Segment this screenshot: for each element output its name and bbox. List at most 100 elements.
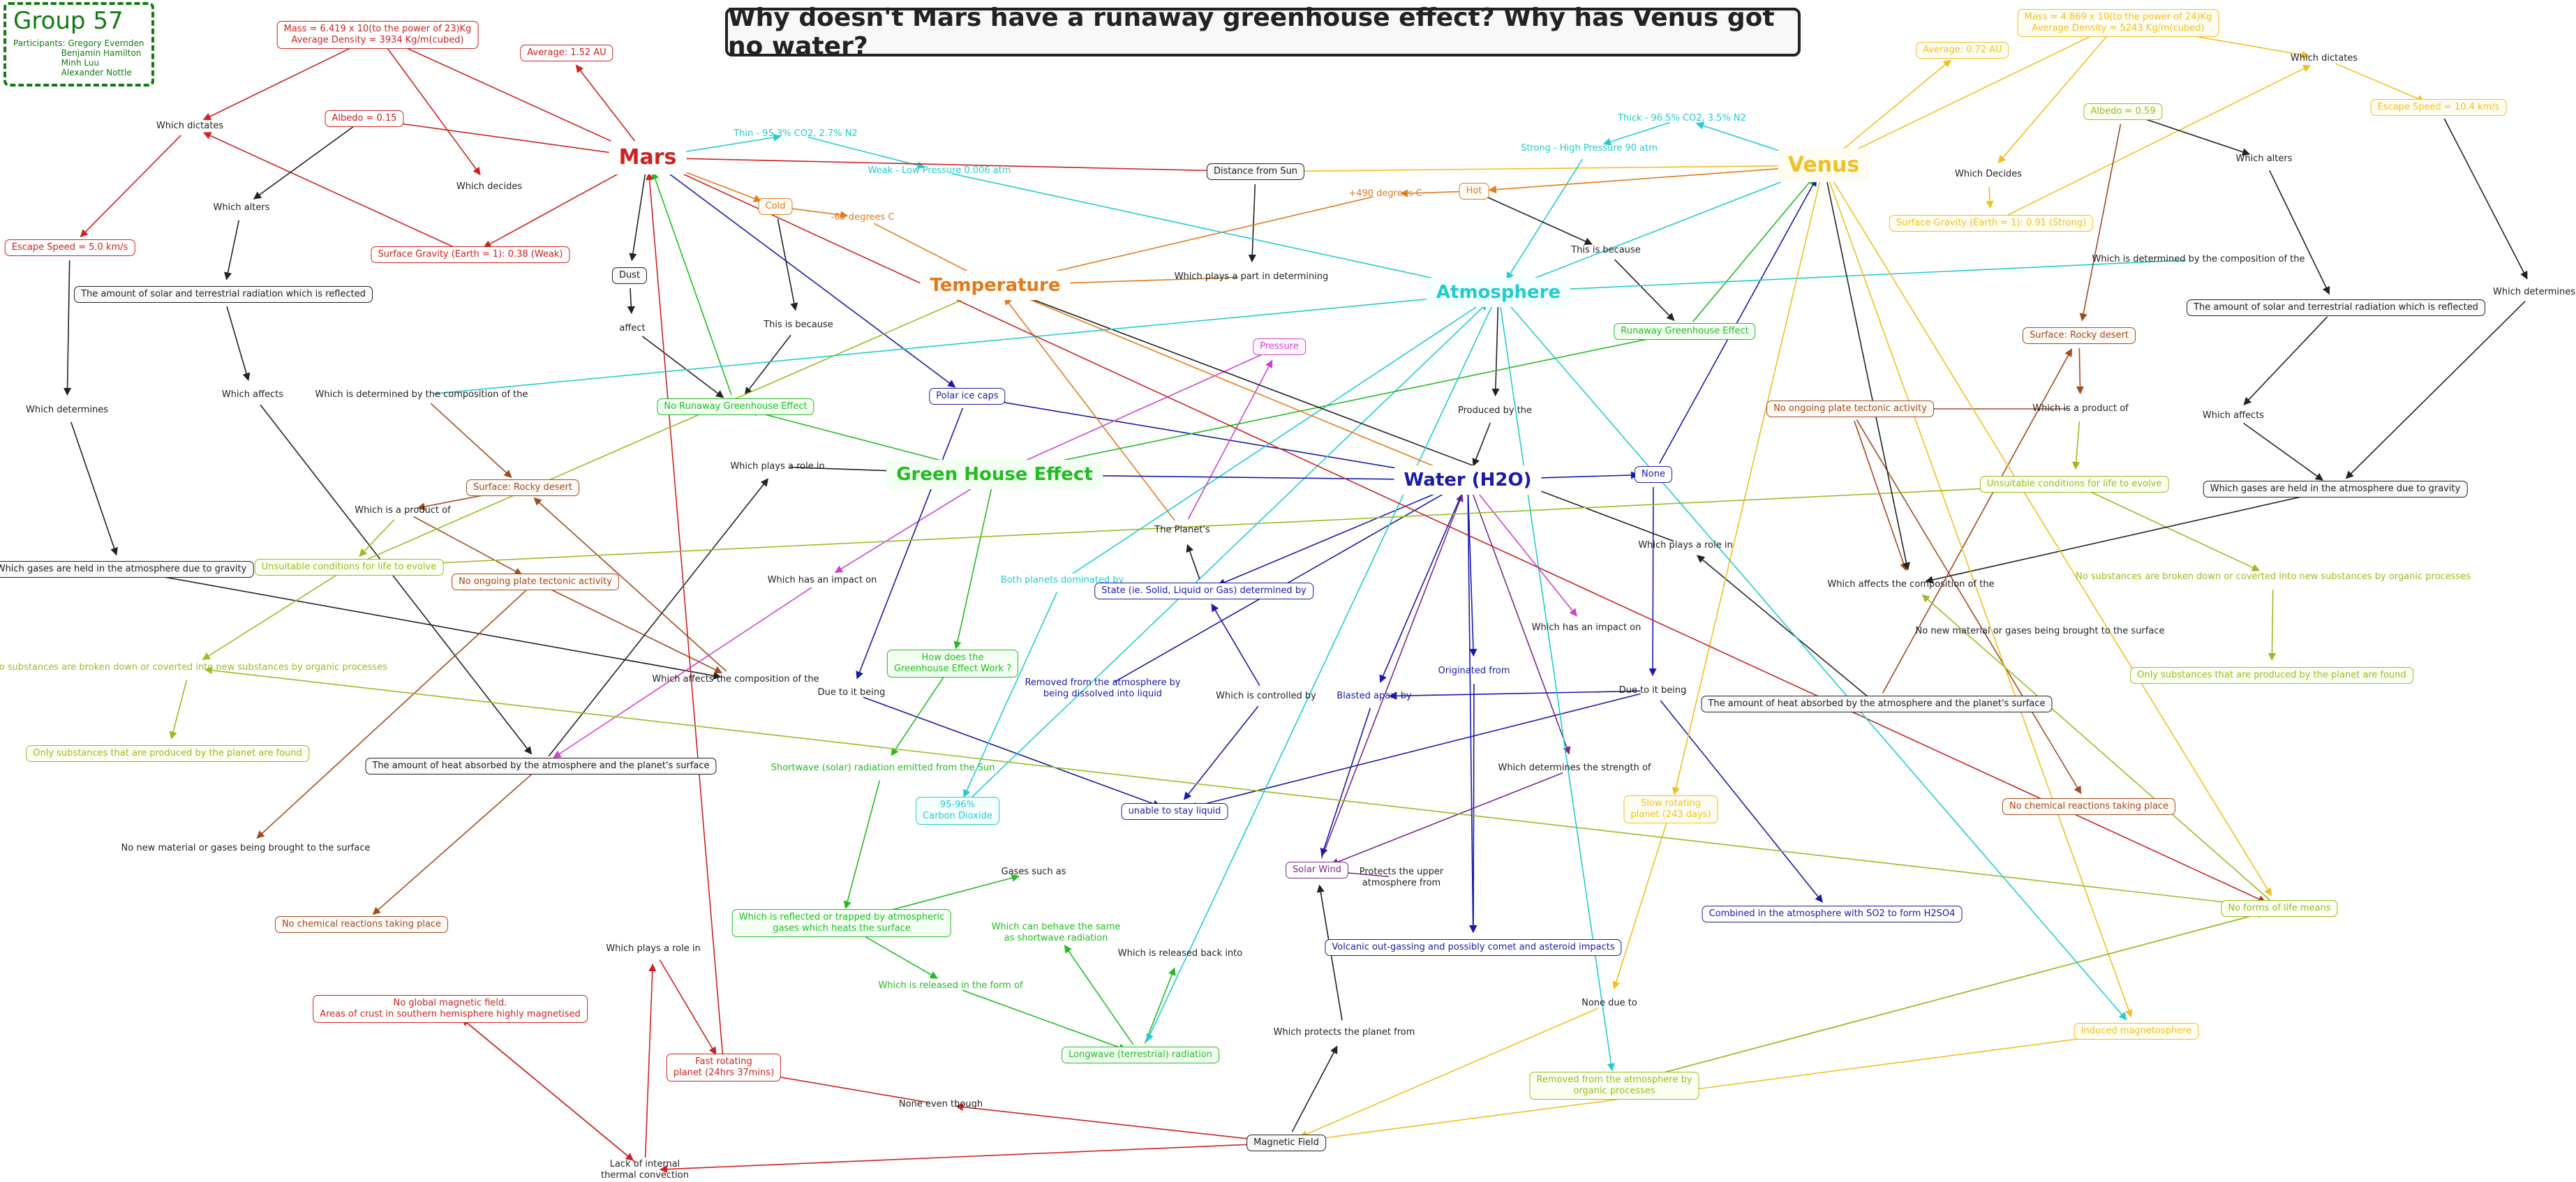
connector-atmosphere-to-longwave bbox=[1146, 303, 1494, 1042]
connector-v-thick-to-v-strong bbox=[1602, 121, 1671, 146]
node-unable-liquid: unable to stay liquid bbox=[1121, 803, 1228, 820]
connector-v-determines-to-v-gases-held bbox=[2345, 301, 2526, 479]
connector-m-lack-conv-to-m-role2 bbox=[644, 963, 657, 1158]
connector-water-to-state bbox=[1217, 484, 1457, 586]
connector-v-removed-org-to-v-no-life bbox=[1626, 910, 2265, 1084]
connector-venus-to-v-mass bbox=[1834, 29, 2106, 160]
node-plays-part: Which plays a part in determining bbox=[1174, 271, 1329, 282]
node-behave: Which can behave the same as shortwave r… bbox=[991, 922, 1121, 943]
node-m-affects-comp: Which affects the composition of the bbox=[652, 674, 819, 684]
node-v-surfgrav: Surface Gravity (Earth = 1): 0.91 (Stron… bbox=[1889, 215, 2094, 232]
node-v-none-due: None due to bbox=[1581, 998, 1637, 1008]
connector-v-escape-to-v-determines bbox=[2443, 118, 2528, 280]
connector-longwave-to-behave bbox=[1064, 945, 1134, 1045]
node-v-this-because: This is because bbox=[1571, 245, 1641, 255]
connector-m-amount-heat-to-m-role bbox=[548, 478, 769, 757]
node-m-affect: affect bbox=[619, 323, 646, 334]
connector-v-amount-heat-to-v-surf-rocky bbox=[1882, 348, 2073, 694]
connector-m-product-to-m-no-plate bbox=[413, 516, 523, 576]
node-m-no-chem: No chemical reactions taking place bbox=[274, 916, 449, 933]
connector-m-alters-to-m-amount-solar bbox=[224, 220, 240, 280]
connector-mars-to-polar bbox=[657, 165, 956, 388]
connector-m-unsuitable-to-m-no-broken bbox=[202, 573, 339, 660]
connector-venus-to-v-avg bbox=[1833, 59, 1951, 158]
connector-m-weak-to-atmosphere bbox=[951, 173, 1484, 292]
connector-mars-to-m-avg bbox=[575, 64, 641, 149]
connector-m-thin-to-m-weak bbox=[807, 136, 925, 170]
node-greenhouse: Green House Effect bbox=[886, 460, 1103, 489]
connector-state-to-planets bbox=[1186, 544, 1200, 580]
node-pressure: Pressure bbox=[1253, 338, 1306, 355]
node-v-affects: Which affects bbox=[2202, 410, 2265, 421]
connector-v-role-to-temperature bbox=[1008, 290, 1674, 542]
connector-m-detcomp-to-m-surf-rocky bbox=[430, 403, 512, 478]
connector-m-role2-to-m-fast-rot bbox=[659, 959, 717, 1056]
connector-greenhouse-to-impact bbox=[834, 480, 985, 574]
connector-m-affect-to-m-no-runaway bbox=[641, 336, 724, 398]
node-v-escape: Escape Speed = 10.4 km/s bbox=[2370, 99, 2507, 116]
connector-m-dust-to-m-affect bbox=[627, 287, 635, 315]
node-m-mass: Mass = 6.419 x 10(to the power of 23)Kg … bbox=[276, 21, 479, 49]
node-m-amount-solar: The amount of solar and terrestrial radi… bbox=[74, 286, 373, 303]
node-v-determines: Which determines bbox=[2493, 287, 2575, 297]
connector-m-determines-to-m-gases-held bbox=[70, 421, 118, 556]
connector-atmosphere-to-v-induced bbox=[1506, 301, 2127, 1021]
node-v-induced: Induced magnetosphere bbox=[2074, 1023, 2199, 1040]
node-v-due-being: Due to it being bbox=[1618, 685, 1687, 696]
node-protects-upper: Protects the upper atmosphere from bbox=[1359, 867, 1444, 888]
node-m-lack-conv: Lack of internal thermal convection bbox=[601, 1159, 689, 1181]
node-m-product: Which is a product of bbox=[355, 505, 451, 516]
connector-m-no-runaway-to-mars bbox=[651, 171, 732, 396]
connector-water-to-blasted bbox=[1379, 491, 1464, 683]
connector-v-product-to-v-unsuitable bbox=[2072, 421, 2080, 470]
connector-released-form-to-longwave bbox=[962, 989, 1127, 1052]
connector-v-mass-to-v-decides bbox=[1997, 32, 2110, 164]
connector-m-cold-to-m-minus65 bbox=[787, 207, 849, 219]
connector-v-this-because-to-v-runaway bbox=[1614, 259, 1675, 322]
connector-both-to-co2 bbox=[963, 592, 1058, 798]
connector-controlled-to-unable-liquid bbox=[1183, 705, 1259, 800]
connector-m-cold-to-m-this-because bbox=[777, 218, 798, 311]
node-protects-from: Which protects the planet from bbox=[1273, 1027, 1415, 1038]
connector-v-no-life-to-m-no-broken bbox=[204, 666, 2268, 908]
connector-v-induced-to-magnetic-field bbox=[1300, 1032, 2124, 1144]
connector-blasted-to-solar-wind bbox=[1320, 708, 1371, 857]
connector-det-strength-to-solar-wind bbox=[1330, 772, 1563, 866]
node-v-affects-comp: Which affects the composition of the bbox=[1827, 579, 1995, 590]
connector-water-to-v-has-impact bbox=[1475, 489, 1577, 617]
node-m-alters: Which alters bbox=[213, 202, 270, 213]
connector-venus-to-distance bbox=[1270, 165, 1812, 176]
node-v-has-impact: Which has an impact on bbox=[1531, 622, 1641, 633]
connector-co2-to-atmosphere bbox=[966, 302, 1488, 803]
node-v-plus490: +490 degrees C bbox=[1348, 188, 1422, 199]
connector-v-affects-to-v-gases-held bbox=[2243, 422, 2324, 481]
connector-m-detcomp-to-atmosphere bbox=[433, 290, 1484, 395]
connector-m-no-magnetic-to-m-lack-conv bbox=[459, 1016, 634, 1161]
connector-m-minus65-to-temperature bbox=[873, 223, 983, 279]
connector-m-this-because-to-m-no-runaway bbox=[744, 334, 791, 396]
connector-greenhouse-to-v-runaway bbox=[1006, 332, 1671, 473]
node-v-runaway: Runaway Greenhouse Effect bbox=[1614, 323, 1756, 340]
connector-v-surfgrav-to-v-dictates bbox=[2002, 65, 2311, 218]
connector-due-being-to-unable-liquid bbox=[863, 696, 1161, 808]
node-v-mass: Mass = 4.869 x 10(to the power of 24)Kg … bbox=[2017, 9, 2219, 37]
node-mars: Mars bbox=[609, 141, 687, 174]
connector-m-amount-solar-to-m-affects bbox=[226, 306, 251, 381]
connector-venus-to-atmosphere bbox=[1512, 169, 1812, 288]
node-solar-wind: Solar Wind bbox=[1286, 862, 1348, 878]
node-venus: Venus bbox=[1778, 149, 1870, 182]
node-v-strong: Strong - High Pressure 90 atm bbox=[1521, 143, 1658, 154]
node-m-surf-rocky: Surface: Rocky desert bbox=[466, 479, 579, 496]
node-v-no-plate: No ongoing plate tectonic activity bbox=[1766, 401, 1934, 417]
node-v-removed-org: Removed from the atmosphere by organic p… bbox=[1529, 1072, 1699, 1100]
node-v-product: Which is a product of bbox=[2032, 403, 2129, 414]
node-m-role: Which plays a role in bbox=[730, 461, 825, 472]
node-state: State (ie. Solid, Liquid or Gas) determi… bbox=[1094, 583, 1313, 599]
connector-v-hot-to-v-this-because bbox=[1485, 195, 1593, 245]
node-how-ghe: How does the Greenhouse Effect Work ? bbox=[886, 650, 1019, 678]
connector-venus-to-v-affects-comp bbox=[1825, 177, 1910, 571]
node-v-no-new: No new material or gases being brought t… bbox=[1915, 626, 2165, 636]
node-v-only-subst: Only substances that are produced by the… bbox=[2130, 667, 2413, 684]
node-m-cold: Cold bbox=[758, 198, 793, 215]
group-box: Group 57 Participants: Gregory Evernden … bbox=[3, 2, 154, 87]
